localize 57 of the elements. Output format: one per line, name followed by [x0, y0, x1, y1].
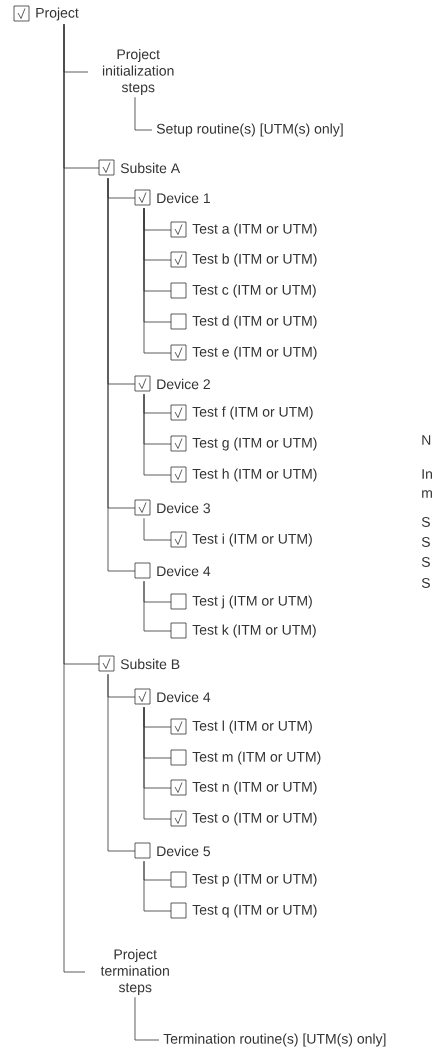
tree-line: [143, 517, 172, 541]
tree-item: Test a (ITM or UTM): [170, 221, 317, 238]
tree-item: Device 4: [134, 688, 211, 705]
tree-item: Test i (ITM or UTM): [170, 531, 312, 548]
text-fragment: S: [421, 557, 430, 567]
text-fragment: S: [421, 537, 430, 547]
tree-line: [107, 673, 136, 852]
tree-item: Project: [13, 5, 79, 22]
tree-item: Subsite A: [98, 159, 181, 176]
node-label: Device 5: [157, 845, 211, 857]
tree-item: Test l (ITM or UTM): [170, 718, 312, 735]
tree-item: Test f (ITM or UTM): [170, 404, 313, 421]
tree-item: Test b (ITM or UTM): [170, 251, 317, 268]
tree-item: Test k (ITM or UTM): [170, 622, 316, 639]
tree-item: Test q (ITM or UTM): [170, 902, 317, 919]
text-fragment: m: [422, 490, 432, 498]
tree-line: [143, 706, 172, 820]
tree-item: Test j (ITM or UTM): [170, 593, 312, 610]
tree-item: Test g (ITM or UTM): [170, 435, 317, 452]
tree-line: [143, 580, 172, 632]
text-fragment: S: [421, 517, 430, 527]
tree-line: [107, 177, 136, 572]
tree-item: Test p (ITM or UTM): [170, 871, 317, 888]
tree-item: Test o (ITM or UTM): [170, 810, 317, 827]
tree-line: [134, 96, 153, 131]
tree-item: Device 3: [134, 499, 211, 516]
routine-label: Setup routine(s) [UTM(s) only]: [156, 123, 343, 137]
tree-item: Test e (ITM or UTM): [170, 344, 317, 361]
text-fragment: N: [422, 435, 431, 445]
tree-item: Device 1: [134, 189, 210, 206]
node-label: Test d (ITM or UTM): [192, 315, 317, 329]
node-label: Test c (ITM or UTM): [192, 284, 316, 298]
tree-line: [134, 996, 160, 1041]
tree-item: Test d (ITM or UTM): [170, 313, 317, 330]
tree-item: Test c (ITM or UTM): [170, 282, 316, 299]
node-label: Test q (ITM or UTM): [192, 904, 317, 918]
node-label: Test j (ITM or UTM): [192, 595, 312, 609]
node-label: Device 4: [157, 565, 211, 577]
text-fragment: S: [421, 578, 430, 588]
tree-line: [63, 23, 86, 973]
tree-line: [143, 207, 172, 354]
node-label: Test m (ITM or UTM): [192, 751, 321, 765]
tree-line: [143, 393, 172, 476]
tree-item: Test m (ITM or UTM): [170, 749, 321, 766]
tree-item: Subsite B: [98, 655, 180, 672]
text-fragment: In: [422, 469, 432, 479]
tree-item: Test h (ITM or UTM): [170, 466, 317, 483]
node-label: Test p (ITM or UTM): [192, 873, 317, 887]
step-label: Project termination steps: [100, 949, 169, 996]
tree-item: Test n (ITM or UTM): [170, 779, 317, 796]
node-label: Test k (ITM or UTM): [192, 624, 316, 638]
tree-item: Device 5: [134, 842, 211, 859]
tree-item: Device 2: [134, 375, 210, 392]
routine-label: Termination routine(s) [UTM(s) only]: [163, 1033, 386, 1047]
step-label: Project initialization steps: [102, 48, 174, 95]
tree-item: Device 4: [134, 562, 211, 579]
tree-line: [143, 860, 172, 912]
